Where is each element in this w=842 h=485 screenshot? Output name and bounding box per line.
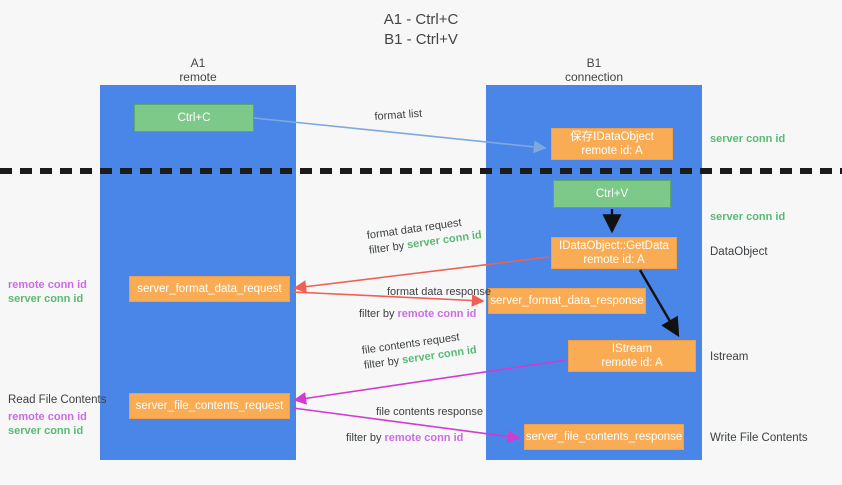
phase-divider [0, 168, 842, 174]
side-label-conn-ids-1: remote conn id server conn id [8, 278, 98, 306]
side-label-conn-ids-2: remote conn id server conn id [8, 410, 98, 438]
lane-a1-name: A1 [190, 56, 206, 70]
filter-by-text-2: filter by [359, 308, 398, 320]
box-ctrl-c-label: Ctrl+C [177, 112, 211, 124]
box-idataobject-getdata[interactable]: IDataObject::GetData remote id: A [551, 237, 677, 269]
arrow-label-format-list-text: format list [374, 107, 423, 123]
box-server-file-contents-response-label: server_file_contents_response [525, 431, 683, 443]
arrow-label-file-contents-request: file contents request filter by server c… [361, 328, 478, 374]
box-getdata-sub: remote id: A [583, 254, 645, 266]
box-istream-sub: remote id: A [601, 357, 663, 369]
side-label-remote-conn-id-1: remote conn id [8, 279, 87, 291]
box-server-format-data-request-label: server_format_data_request [137, 283, 282, 295]
box-server-format-data-response-label: server_format_data_response [490, 295, 644, 307]
lane-header-a1: A1 remote [100, 56, 296, 84]
box-istream[interactable]: IStream remote id: A [568, 340, 696, 372]
lane-b1-name: B1 [586, 56, 602, 70]
box-istream-label: IStream [611, 343, 653, 355]
arrow-label-format-data-response-text: format data response [387, 286, 491, 298]
box-server-file-contents-request-label: server_file_contents_request [135, 400, 284, 412]
lane-a1-role: remote [179, 70, 217, 84]
box-server-format-data-response[interactable]: server_format_data_response [488, 288, 646, 314]
box-ctrl-v[interactable]: Ctrl+V [553, 180, 671, 208]
arrow-label-format-data-response-filter: filter by remote conn id [359, 307, 491, 322]
arrow-label-format-list: format list [374, 107, 423, 125]
box-server-file-contents-request[interactable]: server_file_contents_request [129, 393, 290, 419]
lane-header-b1: B1 connection [486, 56, 702, 84]
side-label-istream: Istream [710, 351, 749, 363]
side-label-server-conn-id-4: server conn id [8, 425, 84, 437]
remote-conn-id-text-2: remote conn id [384, 432, 464, 444]
side-label-server-conn-id-1: server conn id [710, 133, 786, 145]
box-server-format-data-request[interactable]: server_format_data_request [129, 276, 290, 302]
arrow-label-format-data-response: format data response filter by remote co… [359, 285, 491, 322]
arrow-label-format-data-request: format data request filter by server con… [366, 213, 483, 259]
box-server-file-contents-response[interactable]: server_file_contents_response [524, 424, 684, 450]
side-label-server-conn-id-2: server conn id [710, 211, 786, 223]
filter-by-text-3: filter by [363, 354, 404, 372]
box-getdata-label: IDataObject::GetData [559, 240, 669, 252]
side-label-read-file-contents: Read File Contents [8, 394, 107, 406]
arrow-label-file-contents-response-filter: filter by remote conn id [346, 431, 483, 446]
filter-by-text-1: filter by [368, 239, 409, 257]
side-label-server-conn-id-3: server conn id [8, 293, 84, 305]
box-idataobject[interactable]: 保存IDataObject remote id: A [551, 128, 673, 160]
remote-conn-id-text-1: remote conn id [397, 308, 477, 320]
page-title: A1 - Ctrl+C B1 - Ctrl+V [0, 10, 842, 50]
title-line-1: A1 - Ctrl+C [383, 11, 459, 28]
side-label-write-file-contents: Write File Contents [710, 432, 808, 444]
box-ctrl-c[interactable]: Ctrl+C [134, 104, 254, 132]
arrow-label-file-contents-response-text: file contents response [376, 406, 484, 418]
arrow-label-file-contents-response: file contents response filter by remote … [346, 405, 484, 446]
title-line-2: B1 - Ctrl+V [384, 31, 458, 48]
box-idataobject-label: 保存IDataObject [570, 131, 654, 143]
box-ctrl-v-label: Ctrl+V [595, 188, 629, 200]
filter-by-text-4: filter by [346, 432, 385, 444]
side-label-dataobject: DataObject [710, 246, 768, 258]
side-label-remote-conn-id-2: remote conn id [8, 411, 87, 423]
lane-b1-role: connection [564, 70, 624, 84]
box-idataobject-sub: remote id: A [581, 145, 643, 157]
